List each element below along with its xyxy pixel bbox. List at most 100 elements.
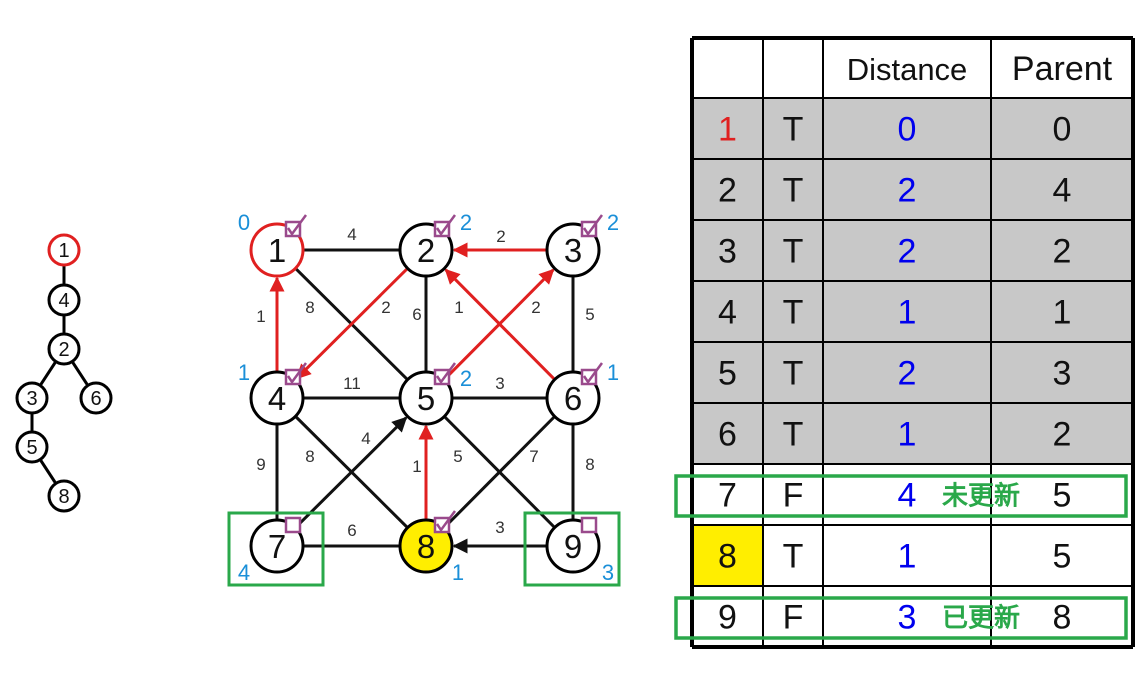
graph-node-label: 4 bbox=[268, 380, 286, 417]
updated-node-highlight-box bbox=[227, 511, 325, 587]
graph-node-label: 3 bbox=[564, 232, 582, 269]
table-distance-cell: 1 bbox=[898, 416, 917, 454]
tree-node-label: 6 bbox=[90, 388, 101, 410]
edge-weight-label: 2 bbox=[496, 227, 505, 246]
edge-weight-label: 1 bbox=[454, 298, 463, 317]
tree-node bbox=[47, 479, 81, 513]
table-known-cell: T bbox=[783, 355, 804, 393]
table-row-highlight-box bbox=[674, 596, 1128, 640]
edge-weight-label: 3 bbox=[495, 518, 504, 537]
node-distance-label: 2 bbox=[607, 210, 619, 235]
graph-node-label: 8 bbox=[417, 528, 435, 565]
graph-edge-arrow bbox=[295, 267, 408, 380]
table-update-note: 已更新 bbox=[942, 603, 1020, 633]
table-parent-cell: 5 bbox=[1053, 538, 1072, 576]
node-distance-label: 2 bbox=[460, 366, 472, 391]
edge-weight-label: 4 bbox=[361, 429, 370, 448]
table-parent-cell: 0 bbox=[1053, 111, 1072, 149]
edge-weight-label: 8 bbox=[585, 455, 594, 474]
edge-weight-label: 4 bbox=[347, 225, 356, 244]
tree-node-label: 5 bbox=[26, 437, 37, 459]
graph-edge bbox=[424, 396, 575, 548]
edge-weight-label: 5 bbox=[453, 447, 462, 466]
table-row-gray-bg bbox=[692, 281, 1133, 342]
table-distance-cell: 0 bbox=[898, 111, 917, 149]
unchecked-box-icon bbox=[580, 516, 598, 534]
node-distance-label: 1 bbox=[452, 560, 464, 585]
table-row-gray-bg bbox=[692, 220, 1133, 281]
node-distance-label: 1 bbox=[607, 360, 619, 385]
table-parent-cell: 3 bbox=[1053, 355, 1072, 393]
graph-node-label: 6 bbox=[564, 380, 582, 417]
edge-weight-label: 6 bbox=[347, 521, 356, 540]
table-row-gray-bg bbox=[692, 159, 1133, 220]
table-distance-cell: 2 bbox=[898, 172, 917, 210]
edge-weight-label: 1 bbox=[412, 457, 421, 476]
table-distance-cell: 2 bbox=[898, 233, 917, 271]
check-mark-icon bbox=[582, 214, 604, 237]
table-distance-cell: 2 bbox=[898, 355, 917, 393]
edge-weight-label: 9 bbox=[256, 455, 265, 474]
table-vertex-cell: 4 bbox=[718, 294, 737, 332]
graph-node-label: 5 bbox=[417, 380, 435, 417]
table-vertex-cell: 7 bbox=[718, 477, 737, 515]
table-distance-cell: 3 bbox=[898, 599, 917, 637]
tree-node-label: 1 bbox=[58, 240, 69, 262]
table-row-gray-bg bbox=[692, 342, 1133, 403]
graph-node-label: 9 bbox=[564, 528, 582, 565]
table-vertex-cell: 6 bbox=[718, 416, 737, 454]
node-distance-label: 2 bbox=[460, 210, 472, 235]
table-vertex-cell: 8 bbox=[718, 538, 737, 576]
edge-weight-label: 2 bbox=[381, 298, 390, 317]
edge-weight-label: 3 bbox=[495, 374, 504, 393]
node-distance-label: 0 bbox=[238, 210, 250, 235]
table-known-cell: T bbox=[783, 294, 804, 332]
graph-node-label: 7 bbox=[268, 528, 286, 565]
table-vertex-cell: 1 bbox=[718, 111, 737, 149]
table-parent-cell: 5 bbox=[1053, 477, 1072, 515]
table-known-cell: T bbox=[783, 172, 804, 210]
edge-weight-label: 8 bbox=[305, 447, 314, 466]
check-mark-icon bbox=[435, 214, 457, 237]
table-distance-cell: 1 bbox=[898, 538, 917, 576]
table-parent-cell: 2 bbox=[1053, 416, 1072, 454]
table-parent-cell: 4 bbox=[1053, 172, 1072, 210]
edge-weight-label: 8 bbox=[305, 298, 314, 317]
table-vertex-cell: 2 bbox=[718, 172, 737, 210]
tree-node-label: 2 bbox=[58, 339, 69, 361]
graph-edge-arrow bbox=[443, 268, 555, 380]
table-known-cell: T bbox=[783, 416, 804, 454]
tree-node-label: 3 bbox=[26, 388, 37, 410]
unchecked-box-icon bbox=[284, 516, 302, 534]
table-header-parent: Parent bbox=[1012, 50, 1113, 88]
tree-node bbox=[47, 233, 81, 267]
updated-node-highlight-box bbox=[523, 511, 621, 587]
tree-node bbox=[47, 332, 81, 366]
node-distance-label: 4 bbox=[238, 560, 250, 585]
edge-weight-label: 7 bbox=[529, 447, 538, 466]
graph-edge-arrow bbox=[295, 416, 408, 529]
edge-weight-label: 6 bbox=[412, 305, 421, 324]
check-mark-icon bbox=[286, 362, 308, 385]
table-known-cell: T bbox=[783, 233, 804, 271]
table-vertex-cell: 9 bbox=[718, 599, 737, 637]
edge-weight-label: 2 bbox=[531, 298, 540, 317]
check-mark-icon bbox=[435, 510, 457, 533]
tree-node bbox=[15, 381, 49, 415]
tree-node bbox=[47, 283, 81, 317]
tree-node bbox=[79, 381, 113, 415]
current-vertex-highlight bbox=[692, 525, 763, 586]
table-vertex-cell: 3 bbox=[718, 233, 737, 271]
node-distance-label: 1 bbox=[238, 360, 250, 385]
tree-node-label: 4 bbox=[58, 290, 69, 312]
table-known-cell: F bbox=[783, 599, 804, 637]
table-known-cell: T bbox=[783, 538, 804, 576]
table-known-cell: F bbox=[783, 477, 804, 515]
table-parent-cell: 8 bbox=[1053, 599, 1072, 637]
check-mark-icon bbox=[435, 362, 457, 385]
edge-weight-label: 1 bbox=[256, 307, 265, 326]
